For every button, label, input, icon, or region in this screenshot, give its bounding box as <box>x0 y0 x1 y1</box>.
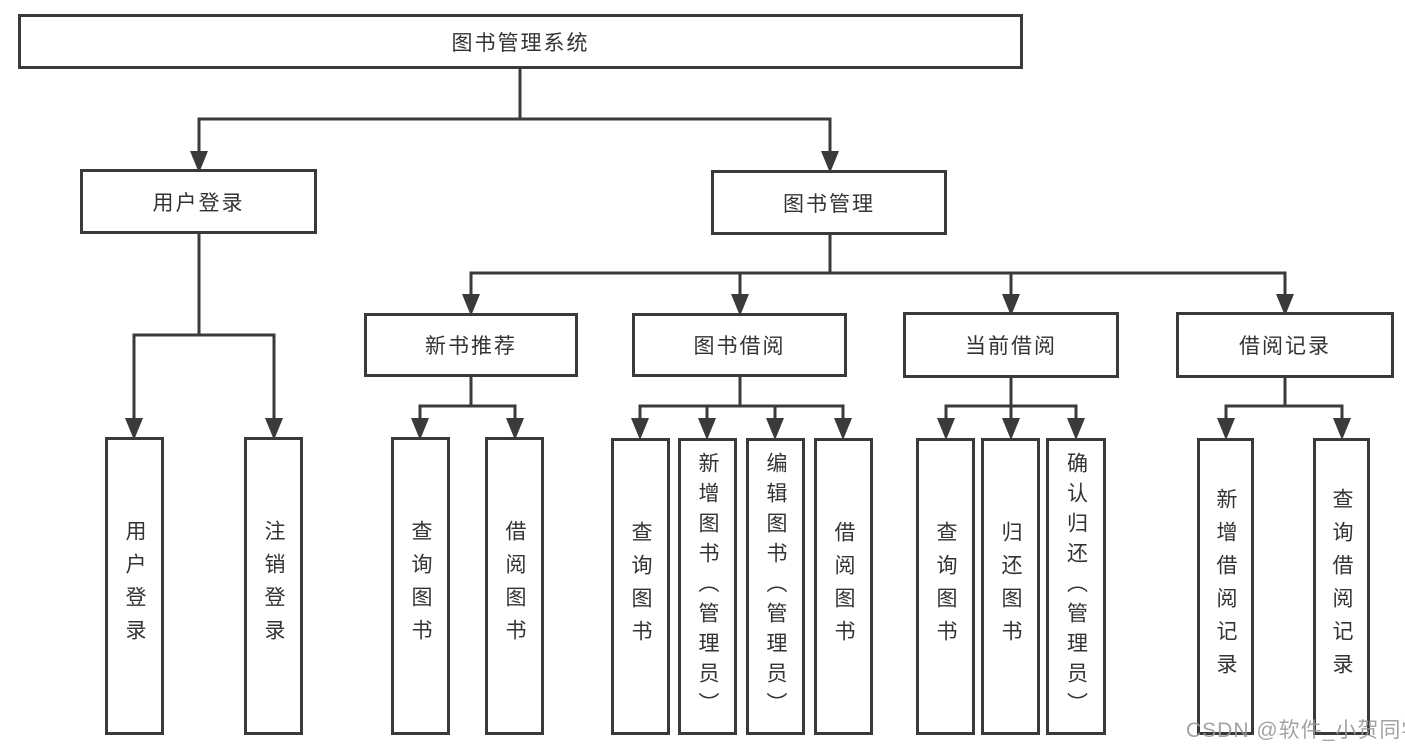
user-login-group-label: 用户登录 <box>152 191 245 215</box>
leaf-logout-label: 注销登录 <box>262 520 285 652</box>
leaf-add-borrow-record-label: 新增借阅记录 <box>1214 487 1237 686</box>
borrow-records-label: 借阅记录 <box>1239 335 1331 358</box>
root-node-label: 图书管理系统 <box>451 31 590 55</box>
leaf-return-book-label: 归还图书 <box>999 520 1022 653</box>
leaf-borrow-book-borrow-label: 借阅图书 <box>832 520 855 653</box>
leaf-add-book-admin-label: 新增图书（管理员） <box>696 451 719 722</box>
leaf-add-book-admin-node: 新增图书（管理员） <box>678 438 737 735</box>
current-borrow-label: 当前借阅 <box>965 335 1057 358</box>
new-book-recommend-node: 新书推荐 <box>364 313 578 377</box>
leaf-confirm-return-admin-label: 确认归还（管理员） <box>1064 451 1088 722</box>
leaf-edit-book-admin-node: 编辑图书（管理员） <box>746 438 805 735</box>
leaf-borrow-book-recommend-node: 借阅图书 <box>485 437 544 735</box>
leaf-query-borrow-record-label: 查询借阅记录 <box>1330 487 1353 686</box>
user-login-group-node: 用户登录 <box>80 169 317 234</box>
leaf-borrow-book-borrow-node: 借阅图书 <box>814 438 873 735</box>
leaf-borrow-book-recommend-label: 借阅图书 <box>503 520 526 652</box>
new-book-recommend-label: 新书推荐 <box>425 335 517 358</box>
leaf-user-login-node: 用户登录 <box>105 437 164 735</box>
book-management-group-node: 图书管理 <box>711 170 947 235</box>
leaf-query-book-borrow-label: 查询图书 <box>629 520 652 653</box>
book-management-group-label: 图书管理 <box>783 192 875 216</box>
book-borrow-label: 图书借阅 <box>693 335 786 358</box>
leaf-query-borrow-record-node: 查询借阅记录 <box>1313 438 1370 735</box>
leaf-edit-book-admin-label: 编辑图书（管理员） <box>764 451 787 722</box>
leaf-return-book-node: 归还图书 <box>981 438 1040 735</box>
leaf-add-borrow-record-node: 新增借阅记录 <box>1197 438 1254 735</box>
book-borrow-node: 图书借阅 <box>632 313 847 377</box>
borrow-records-node: 借阅记录 <box>1176 312 1394 378</box>
leaf-query-book-current-label: 查询图书 <box>934 520 957 653</box>
leaf-query-book-recommend-node: 查询图书 <box>391 437 450 735</box>
leaf-logout-node: 注销登录 <box>244 437 303 735</box>
current-borrow-node: 当前借阅 <box>903 312 1119 378</box>
leaf-query-book-borrow-node: 查询图书 <box>611 438 670 735</box>
csdn-watermark: CSDN @软件_小贺同学 <box>1186 719 1405 742</box>
leaf-confirm-return-admin-node: 确认归还（管理员） <box>1046 438 1106 735</box>
leaf-query-book-recommend-label: 查询图书 <box>409 520 432 652</box>
leaf-query-book-current-node: 查询图书 <box>916 438 975 735</box>
leaf-user-login-label: 用户登录 <box>123 520 146 652</box>
root-node: 图书管理系统 <box>18 14 1023 69</box>
